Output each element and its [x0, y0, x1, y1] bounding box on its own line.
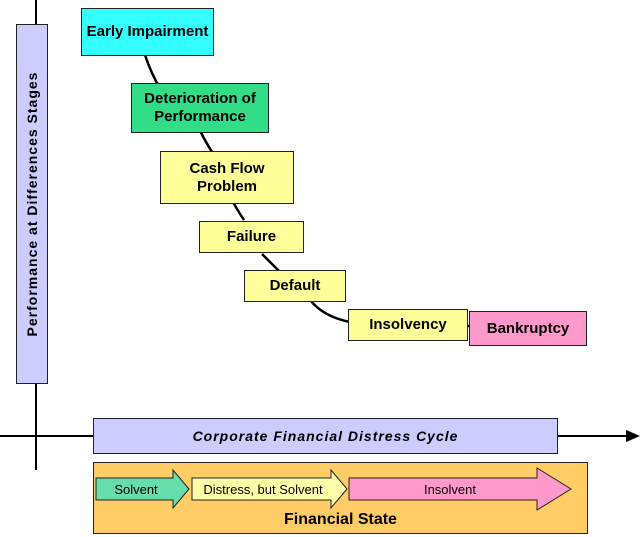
financial-state-arrows [95, 467, 572, 511]
x-axis-label-box: Corporate Financial Distress Cycle [93, 418, 558, 454]
arrow-label-distress-but-solvent: Distress, but Solvent [203, 482, 323, 497]
arrow-insolvent [348, 467, 572, 511]
y-axis-label-box: Performance at Differences Stages [16, 24, 48, 384]
stage-failure: Failure [199, 221, 304, 253]
stage-bankruptcy: Bankruptcy [469, 311, 587, 346]
distress-curve [143, 54, 470, 328]
financial-state-panel: Solvent Distress, but Solvent Insolvent … [93, 462, 588, 534]
stage-default: Default [244, 270, 346, 302]
financial-state-title: Financial State [284, 511, 397, 528]
x-axis-arrowhead [626, 430, 640, 442]
stage-deterioration-of-performance: Deterioration of Performance [131, 83, 269, 133]
arrow-distress-but-solvent [191, 468, 348, 510]
stage-insolvency: Insolvency [348, 309, 468, 341]
stage-cash-flow-problem: Cash Flow Problem [160, 151, 294, 204]
arrow-label-insolvent: Insolvent [423, 482, 477, 497]
y-axis-label: Performance at Differences Stages [24, 71, 40, 337]
x-axis-label: Corporate Financial Distress Cycle [192, 428, 459, 444]
stage-early-impairment: Early Impairment [81, 8, 214, 56]
arrow-label-solvent: Solvent [114, 482, 158, 497]
arrow-solvent [95, 468, 190, 510]
